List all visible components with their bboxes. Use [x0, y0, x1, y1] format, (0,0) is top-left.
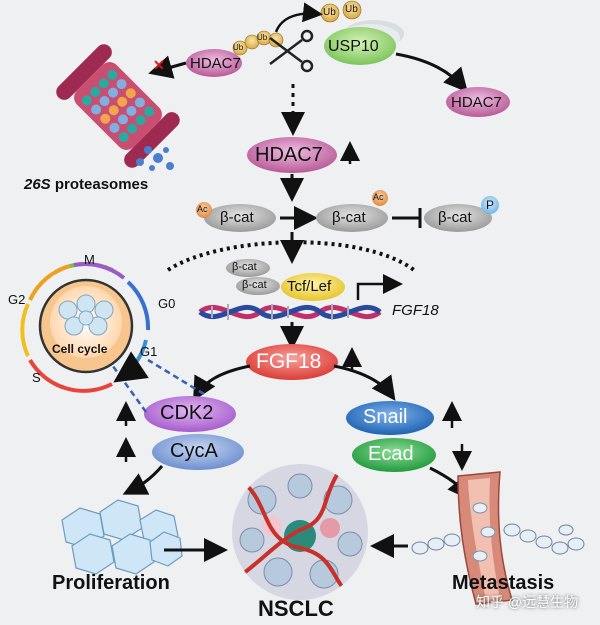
- hdac7-center-node: [247, 137, 337, 173]
- cdk2-cellcycle-link-2: [147, 358, 205, 396]
- ac-label-1: Ac: [197, 204, 208, 214]
- cdk2-label: CDK2: [160, 402, 214, 424]
- phase-g2-label: G2: [8, 292, 26, 307]
- ac-label-2: Ac: [373, 192, 384, 202]
- block-x-icon: ✕: [153, 57, 165, 73]
- fgf18-gene-label: FGF18: [392, 302, 439, 319]
- ac-badge-2: [372, 190, 388, 206]
- nsclc-label: NSCLC: [258, 596, 334, 621]
- bcat-nuclear-2: [236, 277, 280, 295]
- ub-label-2: Ub: [345, 4, 358, 15]
- dna-helix-icon: [198, 304, 382, 320]
- ub-release-arrow: [274, 2, 323, 33]
- ub-label-1: Ub: [323, 7, 336, 18]
- bcat-node-3: [424, 204, 492, 232]
- ac-badge-1: [196, 202, 212, 218]
- hdac7-center-label: HDAC7: [255, 144, 323, 166]
- snail-node: [346, 401, 434, 435]
- hdac7-right-node: [446, 87, 510, 117]
- metastasis-label: Metastasis: [452, 572, 555, 594]
- bcat-node-2: [316, 204, 388, 232]
- bcat-node-1: [204, 204, 276, 232]
- usp10-to-hdac7-arrow: [395, 52, 468, 93]
- hdac7-left-node: [186, 49, 242, 77]
- cyca-node: [152, 434, 244, 470]
- ecad-label: Ecad: [368, 443, 414, 465]
- tcf-lef-label: Tcf/Lef: [287, 278, 332, 295]
- fgf18-to-cdk2-arrow: [193, 364, 251, 402]
- proteasome-icon: [56, 44, 180, 171]
- bcat-nuclear-1: [226, 259, 270, 277]
- watermark: 知乎 @远慧生物: [476, 594, 579, 610]
- ubiquitin-usp10-icon: [320, 0, 362, 23]
- ub-label-3: Ub: [233, 43, 244, 52]
- bcat-nuclear-label-2: β-cat: [242, 279, 267, 291]
- migrating-cells-icon: [411, 523, 585, 555]
- blood-vessel-icon: [457, 471, 513, 605]
- hdac7-left-label: HDAC7: [190, 55, 241, 72]
- proteasome-suffix: proteasomes: [50, 176, 149, 193]
- proteasome-label: 26S proteasomes: [24, 176, 148, 193]
- fgf18-node: [246, 344, 338, 380]
- phase-m-label: M: [84, 252, 95, 267]
- cdk2-node: [144, 396, 236, 432]
- ecad-node: [352, 438, 436, 472]
- bcat-label-2: β-cat: [332, 209, 366, 226]
- bcat-label-3: β-cat: [438, 209, 472, 226]
- proliferation-label: Proliferation: [52, 572, 170, 594]
- proteasome-prefix: 26S: [24, 176, 51, 193]
- fgf18-label: FGF18: [256, 350, 322, 373]
- nsclc-tumor-icon: [232, 464, 368, 600]
- nuclear-membrane: [166, 240, 416, 272]
- ubiquitin-chain-icon: [232, 30, 284, 56]
- bcat-label-1: β-cat: [220, 209, 254, 226]
- transcription-arrow: [356, 274, 403, 300]
- scissors-icon: [269, 29, 314, 73]
- degradation-arrow: [148, 55, 187, 79]
- bcat-nuclear-label-1: β-cat: [232, 261, 257, 273]
- fgf18-to-snail-arrow: [333, 364, 396, 401]
- phase-g1-label: G1: [140, 344, 158, 359]
- hdac7-right-label: HDAC7: [451, 94, 502, 111]
- cyca-to-proliferation-arrow: [122, 465, 164, 495]
- cell-cycle-icon: [20, 262, 151, 393]
- p-label: P: [486, 198, 495, 212]
- cell-cycle-label: Cell cycle: [52, 342, 108, 356]
- usp10-node: [324, 20, 404, 65]
- phase-s-label: S: [32, 370, 41, 385]
- inhibit-line: [392, 208, 422, 228]
- snail-label: Snail: [363, 406, 408, 428]
- phase-g0-label: G0: [158, 296, 176, 311]
- ub-label-4: Ub: [257, 33, 268, 42]
- usp10-label: USP10: [328, 38, 379, 55]
- cyca-label: CycA: [170, 440, 218, 462]
- p-badge: [481, 196, 499, 214]
- tcf-lef-node: [281, 273, 345, 301]
- proliferation-cells-icon: [61, 499, 183, 575]
